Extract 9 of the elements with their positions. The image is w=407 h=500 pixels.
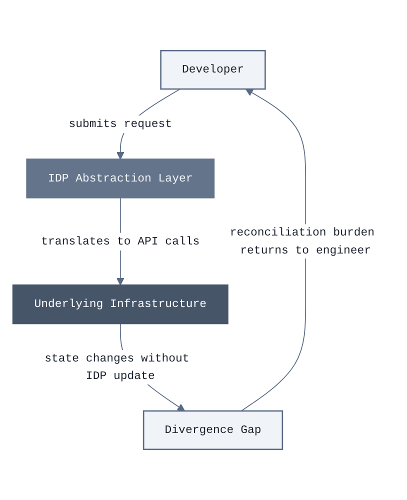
edge-label: state changes without IDP update <box>44 352 190 382</box>
node-box: Divergence Gap <box>142 410 284 450</box>
edge-label: reconciliation burden returns to engineer <box>230 226 375 256</box>
arrow <box>240 88 306 412</box>
edge-label: submits request <box>68 117 172 131</box>
node-box: IDP Abstraction Layer <box>26 158 215 198</box>
edge-label: translates to API calls <box>41 234 200 248</box>
node-box: Underlying Infrastructure <box>12 284 228 324</box>
node-box: Developer <box>160 50 266 90</box>
